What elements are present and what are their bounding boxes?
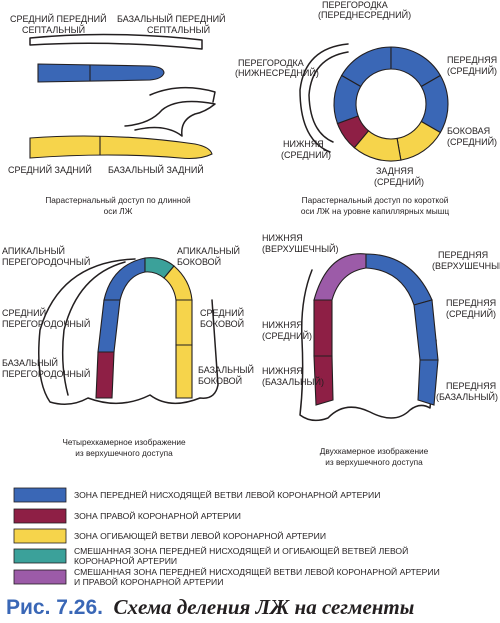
caption-a2c-2: из верхушечного доступа	[325, 457, 423, 467]
caption-plax: Парастернальный доступ по длинной	[45, 195, 191, 205]
label-inferior-apical-2: (ВЕРХУШЕЧНЫЙ)	[262, 243, 339, 254]
figure-number: Рис. 7.26.	[6, 596, 103, 619]
label-mid-posterior: СРЕДНИЙ ЗАДНИЙ	[8, 164, 92, 175]
label-inferior: НИЖНЯЯ	[283, 139, 324, 149]
legend-swatch	[13, 528, 67, 544]
legend-label: СМЕШАННАЯ ЗОНА ПЕРЕДНЕЙ НИСХОДЯЩЕЙ ВЕТВИ…	[74, 566, 440, 577]
label-lateral-2: (СРЕДНИЙ)	[447, 136, 497, 147]
septum-outline	[29, 33, 203, 50]
label-anterior-mid-2: (СРЕДНИЙ)	[446, 308, 496, 319]
segment-mid-lateral	[175, 299, 193, 346]
label-mid-lateral-2: БОКОВОЙ	[200, 318, 244, 329]
label-anterior-2: (СРЕДНИЙ)	[447, 65, 497, 76]
label-inferior-mid-2: (СРЕДНИЙ)	[262, 330, 312, 341]
label-anterior-basal-2: (БАЗАЛЬНЫЙ)	[436, 391, 498, 402]
label-posterior-2: (СРЕДНИЙ)	[374, 176, 424, 187]
label-lateral: БОКОВАЯ	[447, 126, 490, 136]
label-basal-posterior: БАЗАЛЬНЫЙ ЗАДНИЙ	[108, 164, 204, 175]
label-inferior-basal: НИЖНЯЯ	[262, 366, 303, 376]
label-anterior: ПЕРЕДНЯЯ	[447, 55, 497, 65]
legend-label: КОРОНАРНОЙ АРТЕРИИ	[74, 555, 177, 566]
figure-title-text: Схема деления ЛЖ на сегменты	[113, 595, 414, 619]
figure-title: Рис. 7.26. Схема деления ЛЖ на сегменты	[6, 595, 414, 619]
label-inferoseptal-2: (НИЖНЕСРЕДНИЙ)	[235, 67, 319, 78]
panel-parasternal-long-axis: СРЕДНИЙ ПЕРЕДНИЙ СЕПТАЛЬНЫЙ БАЗАЛЬНЫЙ ПЕ…	[8, 13, 226, 216]
label-apical-lateral: АПИКАЛЬНЫЙ	[177, 245, 240, 256]
caption-psax-2: оси ЛЖ на уровне капиллярных мышц	[301, 206, 449, 216]
label-basal-anteroseptal-2: СЕПТАЛЬНЫЙ	[147, 24, 210, 35]
legend-label: И ПРАВОЙ КОРОНАРНОЙ АРТЕРИИ	[74, 576, 223, 587]
panel-apical-four-chamber: АПИКАЛЬНЫЙ ПЕРЕГОРОДОЧНЫЙ АПИКАЛЬНЫЙ БОК…	[2, 245, 254, 458]
segment-inferior-apical	[313, 253, 367, 301]
label-inferoseptal: ПЕРЕГОРОДКА	[238, 58, 304, 68]
segment-anterior-basal	[417, 359, 439, 406]
label-basal-septal: БАЗАЛЬНЫЙ	[2, 357, 58, 368]
label-basal-lateral: БАЗАЛЬНЫЙ	[198, 364, 254, 375]
label-inferior-apical: НИЖНЯЯ	[262, 233, 303, 243]
segment-inferior-mid	[313, 299, 333, 357]
legend-label: ЗОНА ПРАВОЙ КОРОНАРНОЙ АРТЕРИИ	[74, 510, 241, 521]
label-mid-lateral: СРЕДНИЙ	[200, 307, 244, 318]
legend-swatch	[13, 508, 67, 524]
label-basal-lateral-2: БОКОВОЙ	[198, 375, 242, 386]
label-mid-anteroseptal-2: СЕПТАЛЬНЫЙ	[22, 24, 85, 35]
legend-label: ЗОНА ОГИБАЮЩЕЙ ВЕТВИ ЛЕВОЙ КОРОНАРНОЙ АР…	[74, 530, 326, 541]
label-anterior-apical: ПЕРЕДНЯЯ	[438, 250, 488, 260]
label-anteroseptal-2: (ПЕРЕДНЕСРЕДНИЙ)	[318, 9, 411, 20]
label-inferior-mid: НИЖНЯЯ	[262, 320, 303, 330]
label-mid-septal-2: ПЕРЕГОРОДОЧНЫЙ	[2, 318, 90, 329]
label-anterior-mid: ПЕРЕДНЯЯ	[446, 298, 496, 308]
label-mid-anteroseptal: СРЕДНИЙ ПЕРЕДНИЙ	[10, 13, 107, 24]
segment-posterior	[29, 135, 213, 160]
heart-outline	[38, 258, 219, 405]
label-basal-septal-2: ПЕРЕГОРОДОЧНЫЙ	[2, 368, 90, 379]
segment-inferoseptal	[333, 74, 362, 125]
legend: ЗОНА ПЕРЕДНЕЙ НИСХОДЯЩЕЙ ВЕТВИ ЛЕВОЙ КОР…	[13, 487, 440, 587]
panel-parasternal-short-axis: ПЕРЕГОРОДКА (ПЕРЕДНЕСРЕДНИЙ) ПЕРЕГОРОДКА…	[235, 0, 497, 216]
rv-outline	[299, 43, 349, 153]
legend-swatch	[13, 569, 67, 585]
segment-anteroseptal	[37, 63, 165, 83]
segment-anterior-apical	[365, 253, 433, 306]
caption-plax-2: оси ЛЖ	[104, 206, 133, 216]
label-apical-septal: АПИКАЛЬНЫЙ	[2, 245, 65, 256]
caption-a4c-2: из верхушечного доступа	[75, 448, 173, 458]
caption-psax: Парастернальный доступ по короткой	[302, 195, 449, 205]
panel-apical-two-chamber: НИЖНЯЯ (ВЕРХУШЕЧНЫЙ) ПЕРЕДНЯЯ (ВЕРХУШЕЧН…	[262, 233, 500, 467]
label-mid-septal: СРЕДНИЙ	[2, 307, 46, 318]
label-apical-lateral-2: БОКОВОЙ	[177, 256, 221, 267]
label-anteroseptal: ПЕРЕГОРОДКА	[322, 0, 388, 10]
valve-outline	[149, 86, 216, 103]
caption-a2c: Двухкамерное изображение	[320, 446, 429, 456]
label-inferior-2: (СРЕДНИЙ)	[281, 149, 331, 160]
legend-swatch	[13, 548, 67, 564]
label-anterior-basal: ПЕРЕДНЯЯ	[446, 381, 496, 391]
segment-basal-lateral	[175, 344, 193, 399]
legend-label: СМЕШАННАЯ ЗОНА ПЕРЕДНЕЙ НИСХОДЯЩЕЙ И ОГИ…	[74, 545, 408, 556]
rv-wall-outline	[61, 261, 126, 396]
label-anterior-apical-2: (ВЕРХУШЕЧНЫЙ)	[432, 260, 500, 271]
label-posterior: ЗАДНЯЯ	[376, 166, 413, 176]
heart-outline	[299, 269, 437, 422]
legend-label: ЗОНА ПЕРЕДНЕЙ НИСХОДЯЩЕЙ ВЕТВИ ЛЕВОЙ КОР…	[74, 489, 380, 500]
myocardial-ring	[333, 46, 449, 162]
segment-apical-septal	[103, 257, 146, 301]
caption-a4c: Четырехкамерное изображение	[62, 437, 186, 447]
segment-basal-septal	[95, 351, 115, 399]
segment-inferior-basal	[313, 355, 334, 406]
label-inferior-basal-2: (БАЗАЛЬНЫЙ)	[262, 376, 324, 387]
legend-swatch	[13, 487, 67, 503]
segment-mid-septal	[97, 299, 121, 353]
label-basal-anteroseptal: БАЗАЛЬНЫЙ ПЕРЕДНИЙ	[117, 13, 226, 24]
segment-anterior-mid	[413, 299, 439, 361]
label-apical-septal-2: ПЕРЕГОРОДОЧНЫЙ	[2, 256, 90, 267]
aorta-outline	[124, 100, 216, 137]
